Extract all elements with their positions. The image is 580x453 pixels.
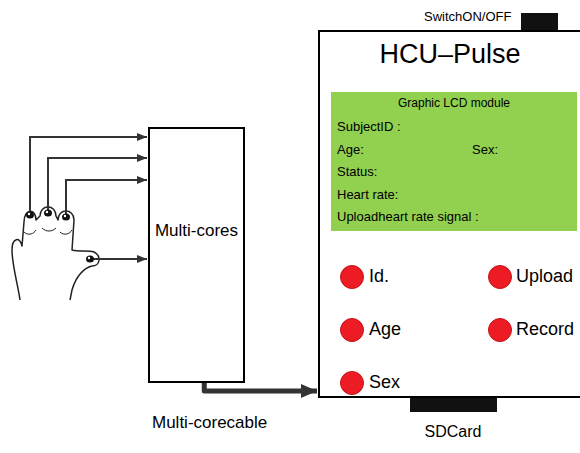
field-label: Sex:: [472, 142, 498, 158]
electrode-dot: [26, 212, 34, 219]
field-label: Age:: [337, 142, 364, 158]
finger-wire: [48, 158, 147, 210]
power-switch: [521, 13, 558, 30]
red-button: [489, 319, 512, 342]
device-housing: Graphic LCD moduleSubjectID : Age: Sex: Sta…: [318, 30, 580, 398]
finger-crease: [24, 228, 72, 234]
button-label: Record: [516, 319, 574, 341]
electrode-dot: [86, 256, 94, 263]
button-label: Id.: [369, 266, 389, 288]
dot-highlight: [88, 257, 90, 259]
finger-wire: [66, 180, 147, 214]
slot-label: SDCard: [425, 422, 482, 441]
unit-box: Multi-cores: [148, 127, 245, 383]
button-label: Age: [369, 319, 401, 341]
electrode-dot: [44, 210, 52, 217]
red-button: [489, 266, 512, 289]
field-label: Uploadheart rate signal :: [337, 209, 479, 225]
button-label: Sex: [369, 372, 400, 394]
button-label: Upload: [516, 266, 573, 288]
cable-arrow: [204, 383, 317, 391]
switch-label: SwitchON/OFF: [424, 9, 511, 25]
red-button: [341, 372, 364, 395]
dot-highlight: [28, 213, 30, 215]
screen-heading: Graphic LCD module: [398, 96, 510, 110]
dot-highlight: [46, 211, 48, 213]
sd-card-slot: [410, 398, 497, 412]
thumb-wire: [92, 258, 147, 260]
cable-label: Multi-corecable: [152, 413, 267, 433]
device-title: HCU–Pulse: [379, 38, 520, 70]
unit-label: Multi-cores: [155, 221, 238, 241]
hand-outline: [12, 207, 99, 300]
electrode-dot: [62, 214, 70, 221]
field-label: Heart rate:: [337, 187, 398, 203]
dot-highlight: [64, 215, 66, 217]
field-label: SubjectID :: [337, 119, 401, 135]
lcd-screen: Graphic LCD moduleSubjectID : Age: Sex: Sta…: [331, 92, 577, 231]
finger-wire: [30, 137, 147, 212]
red-button: [341, 319, 364, 342]
field-label: Status:: [337, 164, 377, 180]
red-button: [341, 266, 364, 289]
